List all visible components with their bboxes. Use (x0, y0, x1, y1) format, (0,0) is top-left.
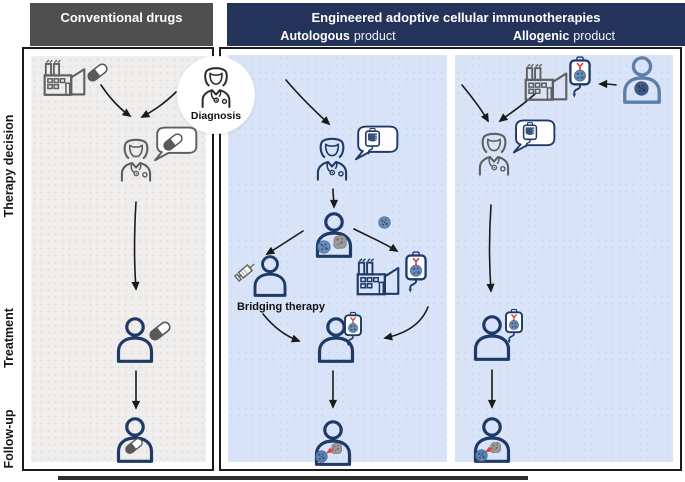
subheader-autologous: Autologous product (228, 29, 448, 43)
header-conventional-label: Conventional drugs (60, 10, 183, 25)
diagnosis-label: Diagnosis (190, 110, 242, 122)
header-engineered-label: Engineered adoptive cellular immunothera… (311, 10, 601, 25)
header-conventional: Conventional drugs (30, 3, 213, 46)
conventional-panel (31, 56, 206, 462)
subheader-allogenic: Allogenic product (455, 29, 673, 43)
allogenic-panel (455, 55, 673, 462)
autologous-product-label: product (353, 29, 396, 43)
allogenic-label: Allogenic (513, 29, 570, 43)
bridging-therapy-label: Bridging therapy (236, 301, 325, 313)
autologous-panel (228, 55, 447, 462)
allogenic-product-label: product (573, 29, 615, 43)
row-label-follow-up: Follow-up (2, 409, 16, 469)
autologous-label: Autologous (280, 29, 350, 43)
cropped-caption-rule (58, 476, 528, 480)
row-label-treatment: Treatment (2, 308, 16, 368)
header-engineered: Engineered adoptive cellular immunothera… (227, 3, 685, 46)
diagnosis-circle (177, 56, 255, 134)
row-label-therapy-decision: Therapy decision (2, 114, 16, 218)
